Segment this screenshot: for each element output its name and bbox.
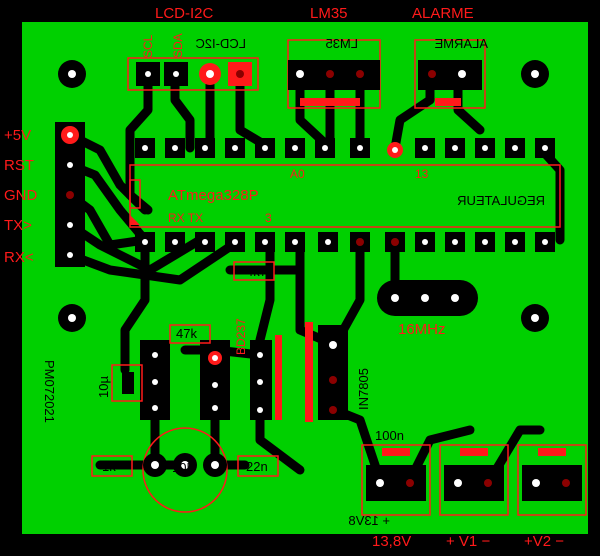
lm35-header [287,39,381,109]
label-5v: +5V [4,127,31,144]
label-lcd: LCD-I2C [155,5,214,22]
label-alarme: ALARME [412,5,474,22]
label-mir-13v8: + 13V8 [348,513,390,528]
label-a0: A0 [290,167,305,181]
label-47k: 47k [176,326,197,341]
label-lm35: LM35 [310,5,348,22]
label-rst: RST [4,157,34,174]
label-scl: SCL [141,34,155,58]
resistor-4k7 [233,261,275,281]
label-gnd: GND [4,187,38,204]
label-atmega: ATmega328P [168,187,259,204]
label-4k7: 4k7 [246,264,267,279]
label-10u: 10µ [96,376,111,398]
label-10k: 10K [172,460,195,475]
mounting-holes [58,60,549,332]
terminal-138v [361,444,431,516]
label-v1: + V1 − [446,533,490,550]
label-ref: PM072021 [42,360,57,423]
chip-bottom-pads [135,232,555,252]
cap-10u [111,364,143,402]
atmega-chip [129,164,561,228]
label-13: 13 [415,167,429,181]
label-16mhz: 16MHz [398,321,446,338]
label-regulateur: REGULATEUR [457,193,545,208]
label-v2: +V2 − [524,533,564,550]
label-138v: 13,8V [372,533,411,550]
crystal [377,280,478,316]
passives-bottom [91,455,279,477]
regulator-7805 [305,322,348,422]
lcd-header [127,57,259,91]
label-rx: RX< [4,249,34,266]
label-pin3: 3 [265,211,272,225]
terminal-v1 [439,444,509,516]
label-100n: 100n [375,428,404,443]
alarme-header [414,39,486,109]
label-22n: 22n [246,459,268,474]
bd237 [250,335,282,420]
label-rxtx: RX TX [168,211,203,225]
label-mir-lm35: LM35 [325,36,358,51]
potentiometer [142,427,228,513]
transistors [140,324,230,420]
label-in7805: IN7805 [356,368,371,410]
label-mir-lcd: LCD-I2C [195,36,246,51]
label-1k: 1k [102,459,116,474]
chip-top-pads [135,138,555,158]
prog-header [55,122,85,267]
label-tx: TX> [4,217,32,234]
label-mir-alarme: ALARME [434,36,488,51]
label-sda: SDA [171,33,185,58]
terminal-v2 [517,444,587,516]
label-bd237: BD237 [234,318,248,355]
